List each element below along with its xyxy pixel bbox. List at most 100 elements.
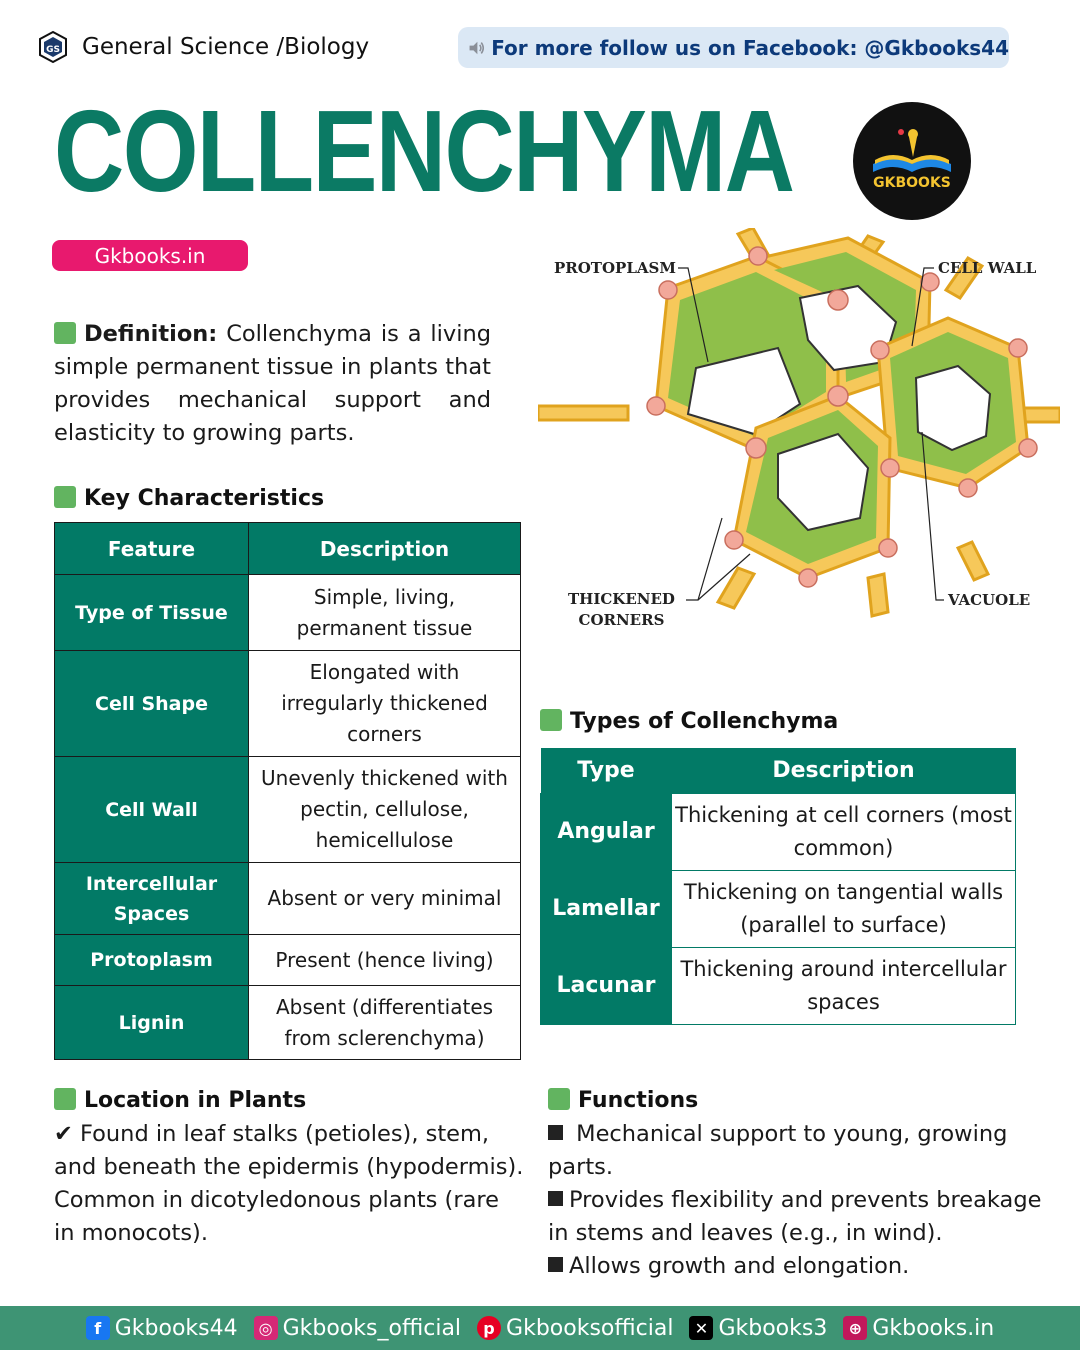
column-header: Type	[540, 748, 672, 793]
key-characteristics-heading-text: Key Characteristics	[84, 486, 325, 511]
square-bullet-icon	[548, 1191, 563, 1206]
green-bullet-icon	[54, 1088, 76, 1110]
table-row: Lignin Absent (differentiates from scler…	[54, 985, 521, 1060]
feature-cell: Cell Shape	[54, 650, 249, 757]
definition-text: Collenchyma is a living simple permanent…	[54, 321, 491, 446]
list-item: Mechanical support to young, growing par…	[548, 1121, 1008, 1180]
description-cell: Unevenly thickened with pectin, cellulos…	[248, 756, 521, 863]
types-heading-text: Types of Collenchyma	[570, 709, 839, 734]
thickened-pointer-2	[697, 553, 751, 601]
gkbooks-logo: GKBOOKS	[853, 102, 971, 220]
description-cell: Thickening at cell corners (most common)	[671, 792, 1016, 871]
location-line1: ✔ Found in leaf stalks (petioles), stem,…	[54, 1118, 524, 1184]
types-table: Type Description Angular Thickening at c…	[540, 748, 1016, 1025]
functions-heading-text: Functions	[578, 1088, 699, 1113]
category-title: General Science /Biology	[82, 34, 370, 60]
globe-icon: ⊕	[843, 1316, 868, 1340]
svg-text:GKBOOKS: GKBOOKS	[873, 175, 951, 191]
pinterest-icon: p	[477, 1316, 502, 1340]
top-bar: GS General Science /Biology	[36, 26, 369, 68]
column-header: Description	[248, 522, 521, 575]
functions-heading: Functions	[548, 1088, 698, 1113]
list-item: Provides flexibility and prevents breaka…	[548, 1187, 1042, 1246]
table-row: Cell Shape Elongated with irregularly th…	[54, 650, 521, 757]
facebook-icon: f	[85, 1316, 110, 1340]
table-row: Cell Wall Unevenly thickened with pectin…	[54, 756, 521, 863]
table-row: Lacunar Thickening around intercellular …	[540, 946, 1016, 1025]
table-row: Protoplasm Present (hence living)	[54, 934, 521, 986]
site-badge[interactable]: Gkbooks.in	[52, 240, 248, 271]
protoplasm-pointer	[678, 267, 709, 363]
column-header: Feature	[54, 522, 249, 575]
thickened-corner	[1008, 338, 1028, 358]
types-heading: Types of Collenchyma	[540, 709, 838, 734]
cell-wall-label: CELL WALL	[938, 259, 1037, 277]
description-cell: Thickening around intercellular spaces	[671, 946, 1016, 1025]
vacuole-shape	[777, 432, 870, 532]
thickened-corner	[798, 568, 818, 588]
type-cell: Lamellar	[540, 869, 672, 948]
facebook-banner[interactable]: For more follow us on Facebook: @Gkbooks…	[458, 27, 1009, 68]
thickened-corner	[1018, 438, 1038, 458]
thickened-corner	[920, 272, 940, 292]
wall-strand	[955, 540, 991, 582]
footer-web[interactable]: ⊕ Gkbooks.in	[843, 1316, 994, 1341]
footer-x[interactable]: ✕ Gkbooks3	[689, 1316, 827, 1341]
thickened-corner	[827, 385, 849, 407]
cell-wall-pointer	[911, 267, 934, 347]
cell-diagram-svg	[536, 226, 1062, 618]
key-characteristics-table: Feature Description Type of Tissue Simpl…	[54, 522, 521, 1060]
thickened-pointer-1	[686, 517, 723, 601]
square-bullet-icon	[548, 1125, 563, 1140]
thickened-corner	[748, 246, 768, 266]
thickened-label-line1: THICKENED	[568, 590, 675, 608]
thickened-corner	[880, 458, 900, 478]
table-row: Lamellar Thickening on tangential walls …	[540, 869, 1016, 948]
svg-text:GS: GS	[46, 45, 60, 55]
footer-facebook[interactable]: f Gkbooks44	[85, 1316, 238, 1341]
facebook-text: For more follow us on Facebook: @Gkbooks…	[491, 35, 1009, 60]
vacuole-label: VACUOLE	[948, 591, 1031, 609]
footer-social-bar: f Gkbooks44 ◎ Gkbooks_official p Gkbooks…	[0, 1306, 1080, 1350]
green-bullet-icon	[548, 1088, 570, 1110]
thickened-corner	[745, 437, 767, 459]
column-header: Description	[671, 748, 1016, 793]
speaker-icon	[469, 41, 485, 54]
key-characteristics-heading: Key Characteristics	[54, 486, 324, 511]
definition-paragraph: Definition: Collenchyma is a living simp…	[54, 318, 491, 450]
description-cell: Absent or very minimal	[248, 862, 521, 935]
description-cell: Absent (differentiates from sclerenchyma…	[248, 985, 521, 1060]
gs-shield-icon: GS	[39, 30, 67, 64]
table-row: Type of Tissue Simple, living, permanent…	[54, 574, 521, 651]
description-cell: Thickening on tangential walls (parallel…	[671, 869, 1016, 948]
thickened-corner	[878, 538, 898, 558]
table-row: Intercellular Spaces Absent or very mini…	[54, 862, 521, 935]
thickened-corner	[724, 530, 744, 550]
description-cell: Simple, living, permanent tissue	[248, 574, 521, 651]
footer-instagram[interactable]: ◎ Gkbooks_official	[253, 1316, 461, 1341]
thickened-corner	[646, 396, 666, 416]
check-icon: ✔	[54, 1121, 73, 1147]
definition-label: Definition:	[84, 321, 218, 347]
protoplasm-label: PROTOPLASM	[554, 259, 676, 277]
vacuole-shape	[914, 364, 992, 452]
wall-strand	[866, 572, 890, 618]
location-text: ✔ Found in leaf stalks (petioles), stem,…	[54, 1118, 524, 1250]
description-cell: Elongated with irregularly thickened cor…	[248, 650, 521, 757]
book-icon: GKBOOKS	[873, 129, 951, 191]
thickened-corners-label: THICKENED CORNERS	[568, 589, 675, 631]
wall-strand	[943, 256, 985, 300]
table-header-row: Feature Description	[54, 522, 521, 575]
thickened-corner	[658, 280, 678, 300]
feature-cell: Intercellular Spaces	[54, 862, 249, 935]
table-row: Angular Thickening at cell corners (most…	[540, 792, 1016, 871]
thickened-corner	[870, 340, 890, 360]
functions-list: Mechanical support to young, growing par…	[548, 1118, 1068, 1283]
green-bullet-icon	[54, 486, 76, 508]
table-header-row: Type Description	[540, 748, 1016, 793]
square-bullet-icon	[548, 1257, 563, 1272]
type-cell: Lacunar	[540, 946, 672, 1025]
footer-pinterest[interactable]: p Gkbooksofficial	[477, 1316, 673, 1341]
type-cell: Angular	[540, 792, 672, 871]
green-bullet-icon	[540, 709, 562, 731]
